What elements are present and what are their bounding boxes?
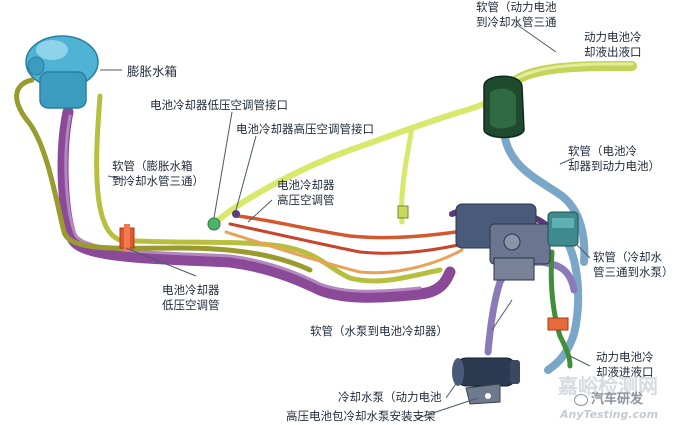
label-battery-coolant-outlet-line2: 却液出液口 <box>584 45 642 59</box>
outlet-hose-top <box>503 61 637 93</box>
label-hose-pump-to-chiller: 软管（水泵到电池冷却器） <box>310 324 448 338</box>
yellow-green-ac-pipe <box>211 97 495 227</box>
label-hose-tee-to-pump: 软管（冷却水 管三通到水泵） <box>593 250 674 280</box>
leader-lines <box>100 23 591 419</box>
red-high-pressure-pipe-a <box>236 214 472 240</box>
label-hose-tank-to-tee-line2: 到冷却水管三通） <box>112 174 204 188</box>
coolant-pump <box>452 357 520 387</box>
label-coolant-pump: 冷却水泵（动力电池 <box>338 390 442 404</box>
wechat-icon <box>574 393 588 406</box>
low-pressure-connector-fitting <box>207 217 221 231</box>
label-low-pressure-ac-connector: 电池冷却器低压空调管接口 <box>150 98 288 112</box>
blue-hose-chiller-to-battery <box>500 128 589 266</box>
label-hose-tee-to-pump-line2: 管三通到水泵） <box>593 265 674 279</box>
watermark-en: AnyTesting.com <box>560 408 659 421</box>
purple-hose-tank-to-tee <box>57 106 456 303</box>
hose-clamp-left <box>119 224 135 252</box>
label-battery-coolant-inlet: 动力电池冷 却液进液口 <box>596 350 654 380</box>
label-battery-coolant-inlet-line1: 动力电池冷 <box>596 350 654 364</box>
label-battery-coolant-outlet: 动力电池冷 却液出液口 <box>584 30 642 60</box>
label-hose-power-battery-tee-line1: 软管（动力电池 <box>476 0 557 14</box>
label-high-pressure-ac-connector: 电池冷却器高压空调管接口 <box>236 122 374 136</box>
watermark-cn: 嘉峪检测网 <box>558 374 658 398</box>
teal-coolant-connector <box>547 211 579 247</box>
label-hose-tank-to-tee-line1: 软管（膨胀水箱 <box>112 159 193 173</box>
hose-clamp-right <box>547 317 569 331</box>
label-battery-coolant-inlet-line2: 却液进液口 <box>596 365 654 379</box>
hose-clip-center <box>397 205 409 219</box>
watermark-wechat-text: 汽车研发 <box>591 392 644 407</box>
label-high-pressure-ac-pipe: 电池冷却器 高压空调管 <box>277 178 335 208</box>
purple-hose-highlight <box>64 114 422 293</box>
label-battery-coolant-outlet-line1: 动力电池冷 <box>584 30 642 44</box>
olive-hose-left <box>14 77 313 273</box>
expansion-tank <box>25 35 99 109</box>
label-low-pressure-ac-pipe-line1: 电池冷却器 <box>162 283 220 297</box>
label-hose-tee-to-pump-line1: 软管（冷却水 <box>593 250 662 264</box>
label-hose-chiller-to-battery-line2: 却器到动力电池） <box>568 159 660 173</box>
label-high-pressure-ac-pipe-line1: 电池冷却器 <box>277 178 335 192</box>
red-high-pressure-pipe-b <box>228 222 482 255</box>
label-hose-chiller-to-battery-line1: 软管（电池冷 <box>568 144 637 158</box>
label-hose-chiller-to-battery: 软管（电池冷 却器到动力电池） <box>568 144 660 174</box>
label-hose-power-battery-tee: 软管（动力电池 到冷却水管三通 <box>476 0 557 30</box>
label-expansion-tank: 膨胀水箱 <box>127 64 178 79</box>
high-pressure-connector-fitting <box>232 210 240 218</box>
battery-chiller <box>455 203 551 281</box>
label-pump-bracket: 高压电池包冷却水泵安装支架 <box>286 409 436 423</box>
blue-hose-tee-to-pump <box>544 236 583 374</box>
label-hose-power-battery-tee-line2: 到冷却水管三通 <box>476 15 557 29</box>
label-hose-tank-to-tee: 软管（膨胀水箱 到冷却水管三通） <box>112 159 204 189</box>
label-high-pressure-ac-pipe-line2: 高压空调管 <box>277 193 335 207</box>
watermark-wechat: 汽车研发 <box>574 388 643 407</box>
orange-pipe <box>224 230 464 275</box>
label-low-pressure-ac-pipe: 电池冷却器 低压空调管 <box>162 283 220 313</box>
green-hose <box>548 249 573 369</box>
label-low-pressure-ac-pipe-line2: 低压空调管 <box>162 298 220 312</box>
coolant-tee <box>483 75 525 139</box>
pump-bracket <box>465 383 501 405</box>
